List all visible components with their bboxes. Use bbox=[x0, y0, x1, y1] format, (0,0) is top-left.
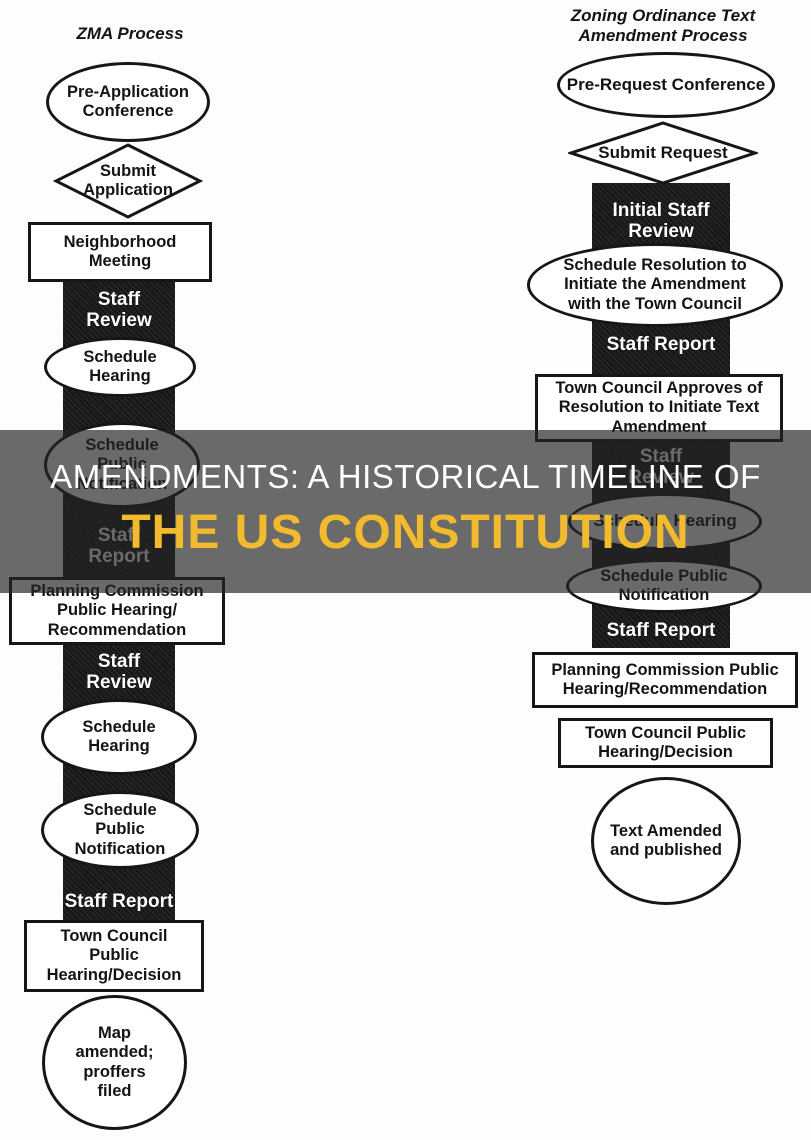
node-pre-request-conference: Pre-Request Conference bbox=[557, 52, 775, 118]
node-label: Schedule Public Notification bbox=[74, 800, 166, 858]
band-label-staff-review-1: Staff Review bbox=[86, 289, 152, 332]
band-label-staff-report-right-2: Staff Report bbox=[606, 620, 716, 641]
node-label: Submit Request bbox=[598, 142, 728, 162]
node-schedule-resolution-town-council: Schedule Resolution to Initiate the Amen… bbox=[527, 243, 783, 327]
node-town-council-hearing-decision-right: Town Council Public Hearing/Decision bbox=[558, 718, 773, 768]
node-label: Pre-Request Conference bbox=[566, 74, 766, 94]
banner-title-line1: AMENDMENTS: A HISTORICAL TIMELINE OF bbox=[50, 458, 761, 495]
node-label: Submit Application bbox=[83, 161, 173, 199]
node-label: Town Council Approves of Resolution to I… bbox=[555, 378, 763, 436]
node-neighborhood-meeting: Neighborhood Meeting bbox=[28, 222, 212, 282]
node-label: Text Amended and published bbox=[610, 821, 722, 859]
node-schedule-hearing-2: Schedule Hearing bbox=[41, 699, 197, 775]
node-map-amended-proffers-filed: Map amended; proffers filed bbox=[42, 995, 187, 1130]
band-label-staff-review-2: Staff Review bbox=[86, 651, 152, 694]
node-label: Schedule Hearing bbox=[82, 717, 156, 755]
node-label: Schedule Hearing bbox=[83, 347, 157, 385]
band-label-staff-report-2: Staff Report bbox=[64, 891, 174, 912]
band-label-initial-staff-review: Initial Staff Review bbox=[612, 200, 710, 243]
zoning-ordinance-process-title: Zoning Ordinance Text Amendment Process bbox=[570, 6, 756, 46]
title-banner-overlay: AMENDMENTS: A HISTORICAL TIMELINE OF THE… bbox=[0, 430, 811, 593]
node-label: Town Council Public Hearing/Decision bbox=[46, 926, 182, 984]
band-label-staff-report-right-1: Staff Report bbox=[606, 334, 716, 355]
node-submit-application: Submit Application bbox=[53, 142, 203, 220]
zma-process-title: ZMA Process bbox=[76, 24, 184, 43]
node-schedule-public-notification-2: Schedule Public Notification bbox=[41, 791, 199, 869]
node-planning-commission-hearing-right: Planning Commission Public Hearing/Recom… bbox=[532, 652, 798, 708]
node-label: Map amended; proffers filed bbox=[75, 1023, 154, 1100]
node-label: Pre-Application Conference bbox=[67, 82, 189, 120]
diamond-shape bbox=[53, 143, 203, 219]
diamond-shape bbox=[568, 121, 758, 185]
banner-title-line2: THE US CONSTITUTION bbox=[121, 506, 690, 559]
node-schedule-hearing-1: Schedule Hearing bbox=[44, 337, 196, 397]
node-town-council-hearing-decision-left: Town Council Public Hearing/Decision bbox=[24, 920, 204, 992]
node-text-amended-published: Text Amended and published bbox=[591, 777, 741, 905]
node-label: Schedule Resolution to Initiate the Amen… bbox=[563, 255, 747, 313]
node-pre-application-conference: Pre-Application Conference bbox=[46, 62, 210, 142]
node-label: Neighborhood Meeting bbox=[63, 232, 177, 270]
node-submit-request: Submit Request bbox=[568, 120, 758, 186]
node-label: Town Council Public Hearing/Decision bbox=[584, 723, 747, 761]
node-label: Planning Commission Public Hearing/Recom… bbox=[551, 660, 779, 698]
